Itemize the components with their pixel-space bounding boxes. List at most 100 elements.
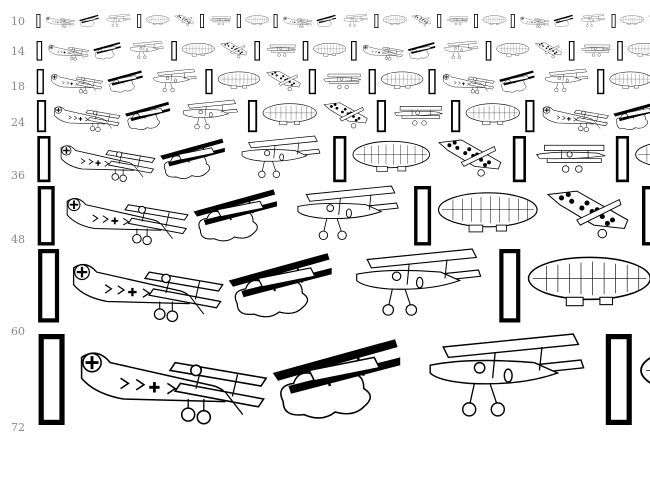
biplane-in-clouds-glyph [316,15,336,27]
biplane-glyph [537,145,606,172]
camouflaged-plane-glyph [548,191,628,238]
glyph-row [41,334,650,424]
notdef-box-glyph [416,188,430,244]
zeppelin-airship-glyph [313,43,345,56]
notdef-box-glyph [39,188,53,244]
notdef-box-glyph [255,42,259,60]
fokker-triplane-glyph [74,265,223,322]
notdef-box-glyph [452,101,459,131]
notdef-box-glyph [334,137,345,181]
notdef-box-glyph [526,101,533,131]
zeppelin-airship-glyph [610,72,650,89]
notdef-box-glyph [501,251,518,320]
zeppelin-airship-glyph [383,16,406,25]
notdef-box-glyph [474,14,477,27]
notdef-box-glyph [138,14,141,27]
camouflaged-plane-glyph [535,43,561,58]
zeppelin-airship-glyph [636,141,650,171]
nieuport-biplane-glyph [242,136,320,178]
biplane-glyph [395,106,443,125]
biplane-glyph [447,17,468,25]
size-label: 14 [11,45,25,58]
notdef-box-glyph [438,14,441,27]
zeppelin-airship-glyph [263,104,316,125]
fokker-triplane-glyph [52,74,103,94]
nieuport-biplane-glyph [445,41,478,59]
notdef-box-glyph [429,70,435,94]
glyph-row [37,41,650,60]
biplane-in-clouds-glyph [93,42,120,59]
notdef-box-glyph [40,251,57,320]
glyph-row [40,249,650,321]
biplane-in-clouds-glyph [160,139,225,179]
fokker-triplane-glyph [46,17,74,28]
zeppelin-airship-glyph [218,72,260,89]
notdef-box-glyph [598,70,604,94]
notdef-box-glyph [375,14,378,27]
zeppelin-airship-glyph [620,16,643,25]
notdef-box-glyph [369,70,375,94]
size-label: 24 [11,116,25,129]
notdef-box-glyph [378,101,385,131]
zeppelin-airship-glyph [466,104,519,125]
fokker-triplane-glyph [543,107,608,132]
nieuport-biplane-glyph [546,69,588,92]
glyph-row [37,69,650,94]
notdef-box-glyph [37,70,43,94]
fokker-triplane-glyph [284,17,312,28]
size-label: 10 [11,15,25,28]
fokker-triplane-glyph [82,353,267,423]
biplane-in-clouds-glyph [273,339,400,418]
notdef-box-glyph [608,337,629,423]
nieuport-biplane-glyph [154,69,196,92]
biplane-in-clouds-glyph [229,253,332,317]
notdef-box-glyph [617,137,628,181]
biplane-in-clouds-glyph [79,15,99,27]
glyph-row [37,14,650,28]
zeppelin-airship-glyph [628,43,650,56]
nieuport-biplane-glyph [130,41,163,59]
size-label: 72 [11,421,25,434]
size-label: 18 [11,80,25,93]
camouflaged-plane-glyph [412,15,431,26]
notdef-box-glyph [200,14,203,27]
camouflaged-plane-glyph [324,103,367,128]
notdef-box-glyph [514,137,525,181]
biplane-in-clouds-glyph [125,102,170,130]
notdef-box-glyph [644,188,650,244]
notdef-box-glyph [569,42,573,60]
zeppelin-airship-glyph [353,141,430,171]
notdef-box-glyph [310,70,316,94]
size-label: 60 [11,325,25,338]
notdef-box-glyph [172,42,176,60]
size-label: 36 [11,169,25,182]
biplane-glyph [324,74,361,89]
biplane-glyph [210,17,231,25]
notdef-box-glyph [39,137,50,181]
notdef-box-glyph [37,14,40,27]
notdef-box-glyph [41,337,62,423]
nieuport-biplane-glyph [430,334,583,416]
nieuport-biplane-glyph [298,186,398,240]
fokker-triplane-glyph [67,199,188,245]
notdef-box-glyph [303,42,307,60]
zeppelin-airship-glyph [246,16,269,25]
notdef-box-glyph [612,14,615,27]
notdef-box-glyph [37,42,41,60]
camouflaged-plane-glyph [175,15,194,26]
fokker-triplane-glyph [443,74,494,94]
notdef-box-glyph [249,101,256,131]
zeppelin-airship-glyph [483,16,506,25]
nieuport-biplane-glyph [357,249,481,315]
fokker-triplane-glyph [55,107,120,132]
notdef-box-glyph [274,14,277,27]
fokker-triplane-glyph [49,45,89,60]
notdef-box-glyph [486,42,490,60]
glyph-row [39,136,650,182]
camouflaged-plane-glyph [221,43,247,58]
zeppelin-airship-glyph [182,43,214,56]
nieuport-biplane-glyph [344,14,368,27]
zeppelin-airship-glyph [641,344,650,404]
